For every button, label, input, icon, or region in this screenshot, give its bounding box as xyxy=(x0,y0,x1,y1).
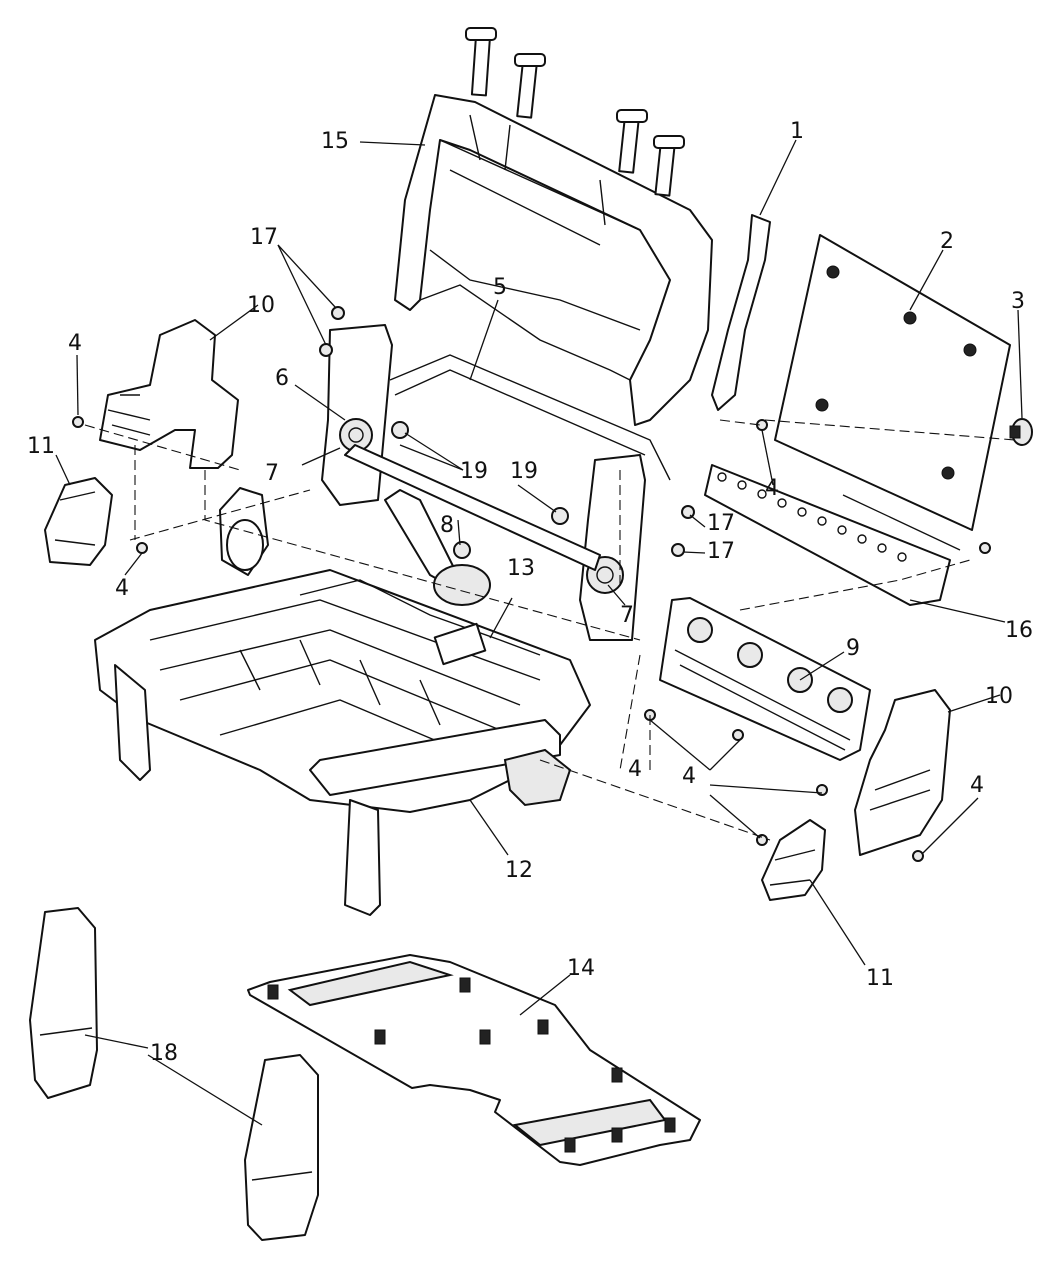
callout-19-right: 19 xyxy=(510,459,538,484)
callout-10-left: 10 xyxy=(247,293,275,318)
callout-4-right: 4 xyxy=(970,773,984,798)
callout-19-left: 19 xyxy=(460,459,488,484)
callout-3: 3 xyxy=(1011,289,1025,314)
panel-clips xyxy=(267,977,676,1153)
callout-5: 5 xyxy=(493,275,507,300)
panel-holes xyxy=(717,472,907,562)
push-pin xyxy=(1009,418,1033,446)
right-recliner-bracket xyxy=(579,454,646,641)
right-pivot-cover xyxy=(761,819,826,901)
right-leg-cover xyxy=(244,1054,319,1241)
left-shield-cover xyxy=(99,319,239,469)
callout-4-mid: 4 xyxy=(628,757,642,782)
seat-back-panel xyxy=(774,234,1011,531)
callout-7-left: 7 xyxy=(265,461,279,486)
seat-belt-buckle xyxy=(219,487,491,606)
callout-4-back: 4 xyxy=(765,476,779,501)
back-cross-tube xyxy=(344,444,601,571)
callout-1: 1 xyxy=(790,119,804,144)
callout-16: 16 xyxy=(1005,618,1033,643)
seat-harness xyxy=(299,579,541,666)
recliner-mechanism xyxy=(659,597,871,761)
callout-12: 12 xyxy=(505,858,533,883)
callout-17-right-lower: 17 xyxy=(707,539,735,564)
callout-6: 6 xyxy=(275,366,289,391)
fasteners xyxy=(72,306,991,862)
callout-8: 8 xyxy=(440,513,454,538)
callout-7-right: 7 xyxy=(620,603,634,628)
left-pivot-cover xyxy=(44,477,113,566)
callout-labels: 1 2 3 4 4 4 4 4 4 5 6 7 7 8 9 10 10 11 1… xyxy=(27,119,1033,1066)
callout-17-right-upper: 17 xyxy=(707,511,735,536)
seat-underside-panel xyxy=(247,954,701,1166)
callout-2: 2 xyxy=(940,229,954,254)
callout-14: 14 xyxy=(567,956,595,981)
lower-back-panel xyxy=(704,464,951,606)
alignment-lines xyxy=(84,419,1016,841)
front-cross-tube xyxy=(309,719,572,807)
leader-lines xyxy=(55,139,1023,1126)
callout-4-left-lower: 4 xyxy=(115,576,129,601)
callout-13: 13 xyxy=(507,556,535,581)
callout-18: 18 xyxy=(150,1041,178,1066)
recliner-strap xyxy=(711,214,771,411)
callout-17-left: 17 xyxy=(250,225,278,250)
callout-9: 9 xyxy=(846,636,860,661)
callout-4-left-upper: 4 xyxy=(68,331,82,356)
right-shield-cover xyxy=(854,689,951,856)
seat-back-frame xyxy=(394,94,713,426)
left-leg-cover xyxy=(29,907,98,1099)
callout-10-right: 10 xyxy=(985,684,1013,709)
seat-back-cross-bar xyxy=(389,354,671,481)
headrest-guides xyxy=(465,27,685,197)
callout-11-left: 11 xyxy=(27,434,55,459)
callout-11-right: 11 xyxy=(866,966,894,991)
callout-4-bottom: 4 xyxy=(682,764,696,789)
callout-15: 15 xyxy=(321,129,349,154)
